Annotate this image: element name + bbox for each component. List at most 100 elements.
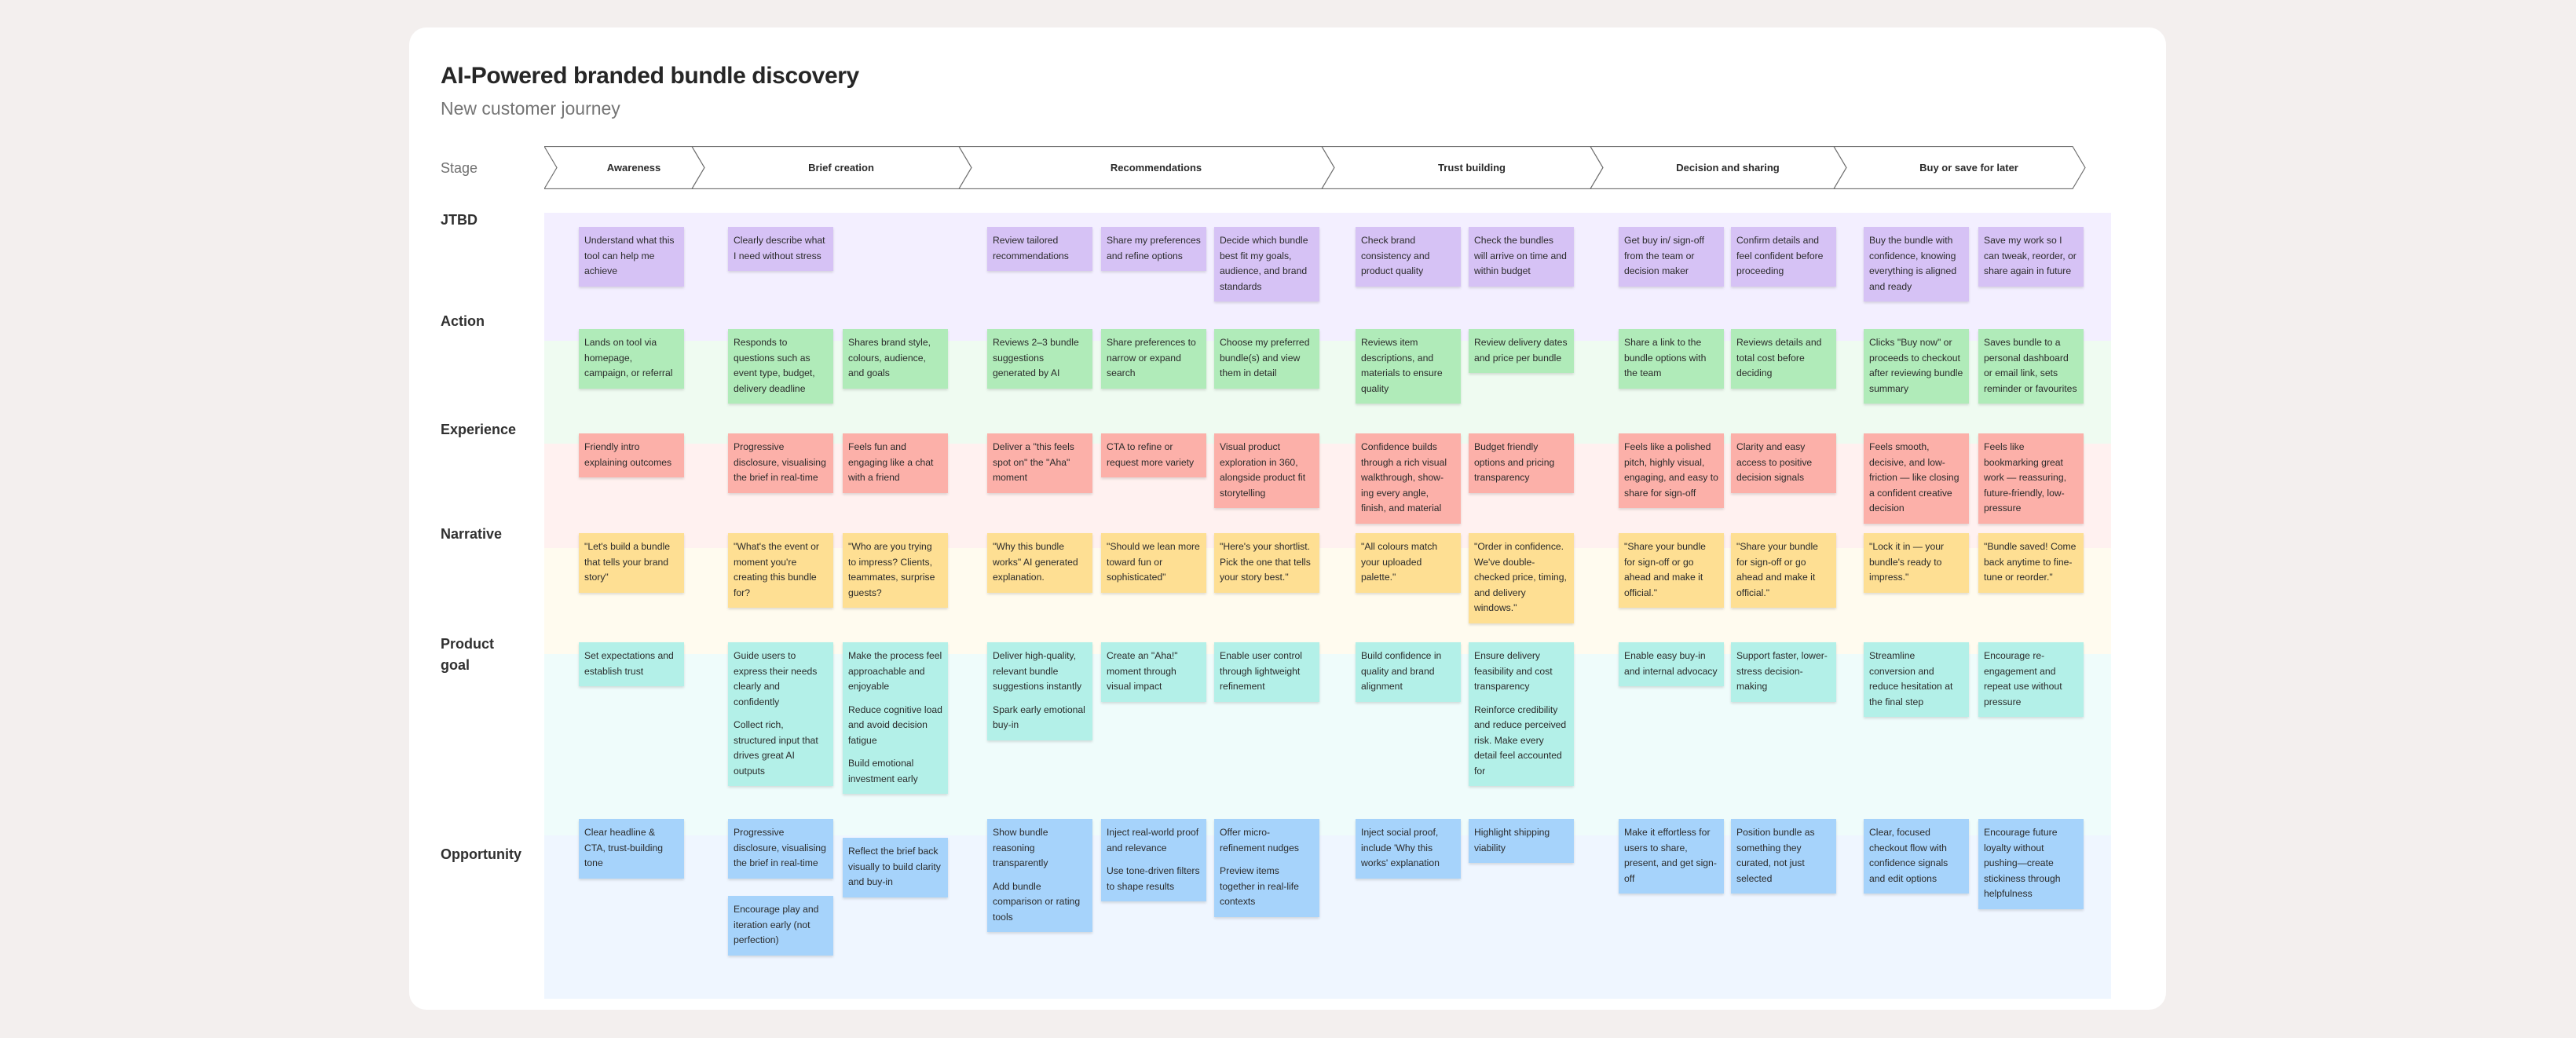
sticky-note-narrative[interactable]: "Share your bundle for sign-off or go ah… <box>1619 533 1724 609</box>
sticky-note-product-goal[interactable]: Make the process feel approachable and e… <box>843 642 948 795</box>
sticky-note-product-goal[interactable]: Support faster, lower-stress decision-ma… <box>1731 642 1836 702</box>
sticky-note-experience[interactable]: Friendly intro explaining outcomes <box>579 433 684 478</box>
sticky-note-product-goal[interactable]: Ensure delivery feasibility and cost tra… <box>1469 642 1574 787</box>
sticky-note-experience[interactable]: Deliver a "this feels spot on" the "Aha"… <box>987 433 1092 493</box>
sticky-note-text: Friendly intro explaining outcomes <box>584 441 672 468</box>
sticky-note-text: "Lock it in — your bundle's ready to imp… <box>1869 541 1945 583</box>
stage-decision-sharing: Decision and sharing <box>1676 162 1780 174</box>
sticky-note-experience[interactable]: Feels like a polished pitch, highly visu… <box>1619 433 1724 509</box>
sticky-note-product-goal[interactable]: Encourage re-engagement and repeat use w… <box>1978 642 2084 718</box>
sticky-note-text: Visual product exploration in 360, along… <box>1220 441 1306 499</box>
sticky-note-text: Support faster, lower-stress decision-ma… <box>1736 650 1828 693</box>
sticky-note-product-goal[interactable]: Streamline conversion and reduce hesitat… <box>1864 642 1969 718</box>
sticky-note-action[interactable]: Review delivery dates and price per bund… <box>1469 329 1574 374</box>
sticky-note-narrative[interactable]: "All colours match your uploaded palette… <box>1356 533 1461 593</box>
sticky-note-text: Feels like bookmarking great work — reas… <box>1984 441 2066 514</box>
sticky-note-opportunity[interactable]: Encourage play and iteration early (not … <box>728 896 833 956</box>
sticky-note-product-goal[interactable]: Create an "Aha!" moment through visual i… <box>1101 642 1206 702</box>
sticky-note-narrative[interactable]: "Share your bundle for sign-off or go ah… <box>1731 533 1836 609</box>
sticky-note-narrative[interactable]: "Order in confidence. We've double-check… <box>1469 533 1574 623</box>
sticky-note-text: Feels fun and engaging like a chat with … <box>848 441 934 484</box>
sticky-note-narrative[interactable]: "Who are you trying to impress? Clients,… <box>843 533 948 609</box>
sticky-note-product-goal[interactable]: Enable user control through lightweight … <box>1214 642 1319 702</box>
sticky-note-experience[interactable]: Feels fun and engaging like a chat with … <box>843 433 948 493</box>
sticky-note-experience[interactable]: CTA to refine or request more variety <box>1101 433 1206 478</box>
sticky-note-narrative[interactable]: "Should we lean more toward fun or sophi… <box>1101 533 1206 593</box>
sticky-note-jtbd[interactable]: Share my preferences and refine options <box>1101 227 1206 272</box>
sticky-note-experience[interactable]: Confidence builds through a rich visual … <box>1356 433 1461 524</box>
sticky-note-jtbd[interactable]: Check brand consistency and product qual… <box>1356 227 1461 287</box>
sticky-note-jtbd[interactable]: Get buy in/ sign-off from the team or de… <box>1619 227 1724 287</box>
sticky-note-text: Reflect the brief back visually to build… <box>848 846 941 888</box>
sticky-note-opportunity[interactable]: Position bundle as something they curate… <box>1731 819 1836 894</box>
sticky-note-product-goal[interactable]: Deliver high-quality, relevant bundle su… <box>987 642 1092 740</box>
sticky-note-narrative[interactable]: "Let's build a bundle that tells your br… <box>579 533 684 593</box>
sticky-note-narrative[interactable]: "What's the event or moment you're creat… <box>728 533 833 609</box>
sticky-note-text: Confirm details and feel confident befor… <box>1736 235 1824 277</box>
sticky-note-experience[interactable]: Budget friendly options and pricing tran… <box>1469 433 1574 493</box>
sticky-note-text: Make the process feel approachable and e… <box>848 650 942 693</box>
sticky-note-narrative[interactable]: "Why this bundle works" AI generated exp… <box>987 533 1092 593</box>
sticky-note-text: Offer micro-refinement nudges <box>1220 827 1299 853</box>
sticky-note-text: Confidence builds through a rich visual … <box>1361 441 1447 514</box>
sticky-note-text: "Share your bundle for sign-off or go ah… <box>1736 541 1818 598</box>
sticky-note-opportunity[interactable]: Inject social proof, include 'Why this w… <box>1356 819 1461 879</box>
sticky-note-text: "Here's your shortlist. Pick the one tha… <box>1220 541 1311 583</box>
stage-chevron <box>1833 146 2086 189</box>
sticky-note-text: Use tone-driven filters to shape results <box>1107 865 1200 892</box>
sticky-note-opportunity[interactable]: Clear, focused checkout flow with confid… <box>1864 819 1969 894</box>
sticky-note-text: Deliver a "this feels spot on" the "Aha"… <box>993 441 1074 484</box>
sticky-note-opportunity[interactable]: Highlight shipping viability <box>1469 819 1574 864</box>
sticky-note-opportunity[interactable]: Clear headline & CTA, trust-building ton… <box>579 819 684 879</box>
sticky-note-jtbd[interactable]: Review tailored recommendations <box>987 227 1092 272</box>
sticky-note-product-goal[interactable]: Guide users to express their needs clear… <box>728 642 833 787</box>
sticky-note-product-goal[interactable]: Build confidence in quality and brand al… <box>1356 642 1461 702</box>
page-subtitle: New customer journey <box>441 98 620 119</box>
stage-row-label: Stage <box>441 160 478 176</box>
sticky-note-jtbd[interactable]: Decide which bundle best fit my goals, a… <box>1214 227 1319 302</box>
sticky-note-narrative[interactable]: "Lock it in — your bundle's ready to imp… <box>1864 533 1969 593</box>
sticky-note-experience[interactable]: Feels smooth, decisive, and low-friction… <box>1864 433 1969 524</box>
sticky-note-narrative[interactable]: "Bundle saved! Come back anytime to fine… <box>1978 533 2084 593</box>
sticky-note-product-goal[interactable]: Enable easy buy-in and internal advocacy <box>1619 642 1724 687</box>
sticky-note-experience[interactable]: Clarity and easy access to positive deci… <box>1731 433 1836 493</box>
sticky-note-opportunity[interactable]: Encourage future loyalty without pushing… <box>1978 819 2084 909</box>
sticky-note-action[interactable]: Share a link to the bundle options with … <box>1619 329 1724 389</box>
sticky-note-text: Enable easy buy-in and internal advocacy <box>1624 650 1718 677</box>
sticky-note-jtbd[interactable]: Buy the bundle with confidence, knowing … <box>1864 227 1969 302</box>
row-label-action: Action <box>441 313 485 329</box>
sticky-note-action[interactable]: Reviews 2–3 bundle suggestions generated… <box>987 329 1092 389</box>
row-label-opportunity: Opportunity <box>441 846 521 862</box>
sticky-note-jtbd[interactable]: Check the bundles will arrive on time an… <box>1469 227 1574 287</box>
stage-chevron-row: Awareness Brief creation Recommendations… <box>544 146 2096 189</box>
sticky-note-opportunity[interactable]: Progressive disclosure, visualising the … <box>728 819 833 879</box>
sticky-note-text: Deliver high-quality, relevant bundle su… <box>993 650 1082 693</box>
sticky-note-action[interactable]: Responds to questions such as event type… <box>728 329 833 404</box>
sticky-note-text: Review tailored recommendations <box>993 235 1069 261</box>
sticky-note-action[interactable]: Shares brand style, colours, audience, a… <box>843 329 948 389</box>
sticky-note-experience[interactable]: Visual product exploration in 360, along… <box>1214 433 1319 509</box>
sticky-note-narrative[interactable]: "Here's your shortlist. Pick the one tha… <box>1214 533 1319 593</box>
sticky-note-jtbd[interactable]: Understand what this tool can help me ac… <box>579 227 684 287</box>
sticky-note-jtbd[interactable]: Confirm details and feel confident befor… <box>1731 227 1836 287</box>
sticky-note-opportunity[interactable]: Reflect the brief back visually to build… <box>843 838 948 897</box>
sticky-note-action[interactable]: Clicks "Buy now" or proceeds to checkout… <box>1864 329 1969 404</box>
sticky-note-action[interactable]: Reviews details and total cost before de… <box>1731 329 1836 389</box>
sticky-note-action[interactable]: Saves bundle to a personal dashboard or … <box>1978 329 2084 404</box>
sticky-note-action[interactable]: Lands on tool via homepage, campaign, or… <box>579 329 684 389</box>
sticky-note-experience[interactable]: Feels like bookmarking great work — reas… <box>1978 433 2084 524</box>
sticky-note-action[interactable]: Share preferences to narrow or expand se… <box>1101 329 1206 389</box>
sticky-note-text: Progressive disclosure, visualising the … <box>734 441 826 484</box>
sticky-note-action[interactable]: Reviews item descriptions, and materials… <box>1356 329 1461 404</box>
sticky-note-text: Reviews item descriptions, and materials… <box>1361 337 1443 394</box>
sticky-note-jtbd[interactable]: Save my work so I can tweak, reorder, or… <box>1978 227 2084 287</box>
sticky-note-product-goal[interactable]: Set expectations and establish trust <box>579 642 684 687</box>
sticky-note-action[interactable]: Choose my preferred bundle(s) and view t… <box>1214 329 1319 389</box>
stage-buy-save: Buy or save for later <box>1919 162 2018 174</box>
sticky-note-jtbd[interactable]: Clearly describe what I need without str… <box>728 227 833 272</box>
sticky-note-opportunity[interactable]: Make it effortless for users to share, p… <box>1619 819 1724 894</box>
sticky-note-experience[interactable]: Progressive disclosure, visualising the … <box>728 433 833 493</box>
